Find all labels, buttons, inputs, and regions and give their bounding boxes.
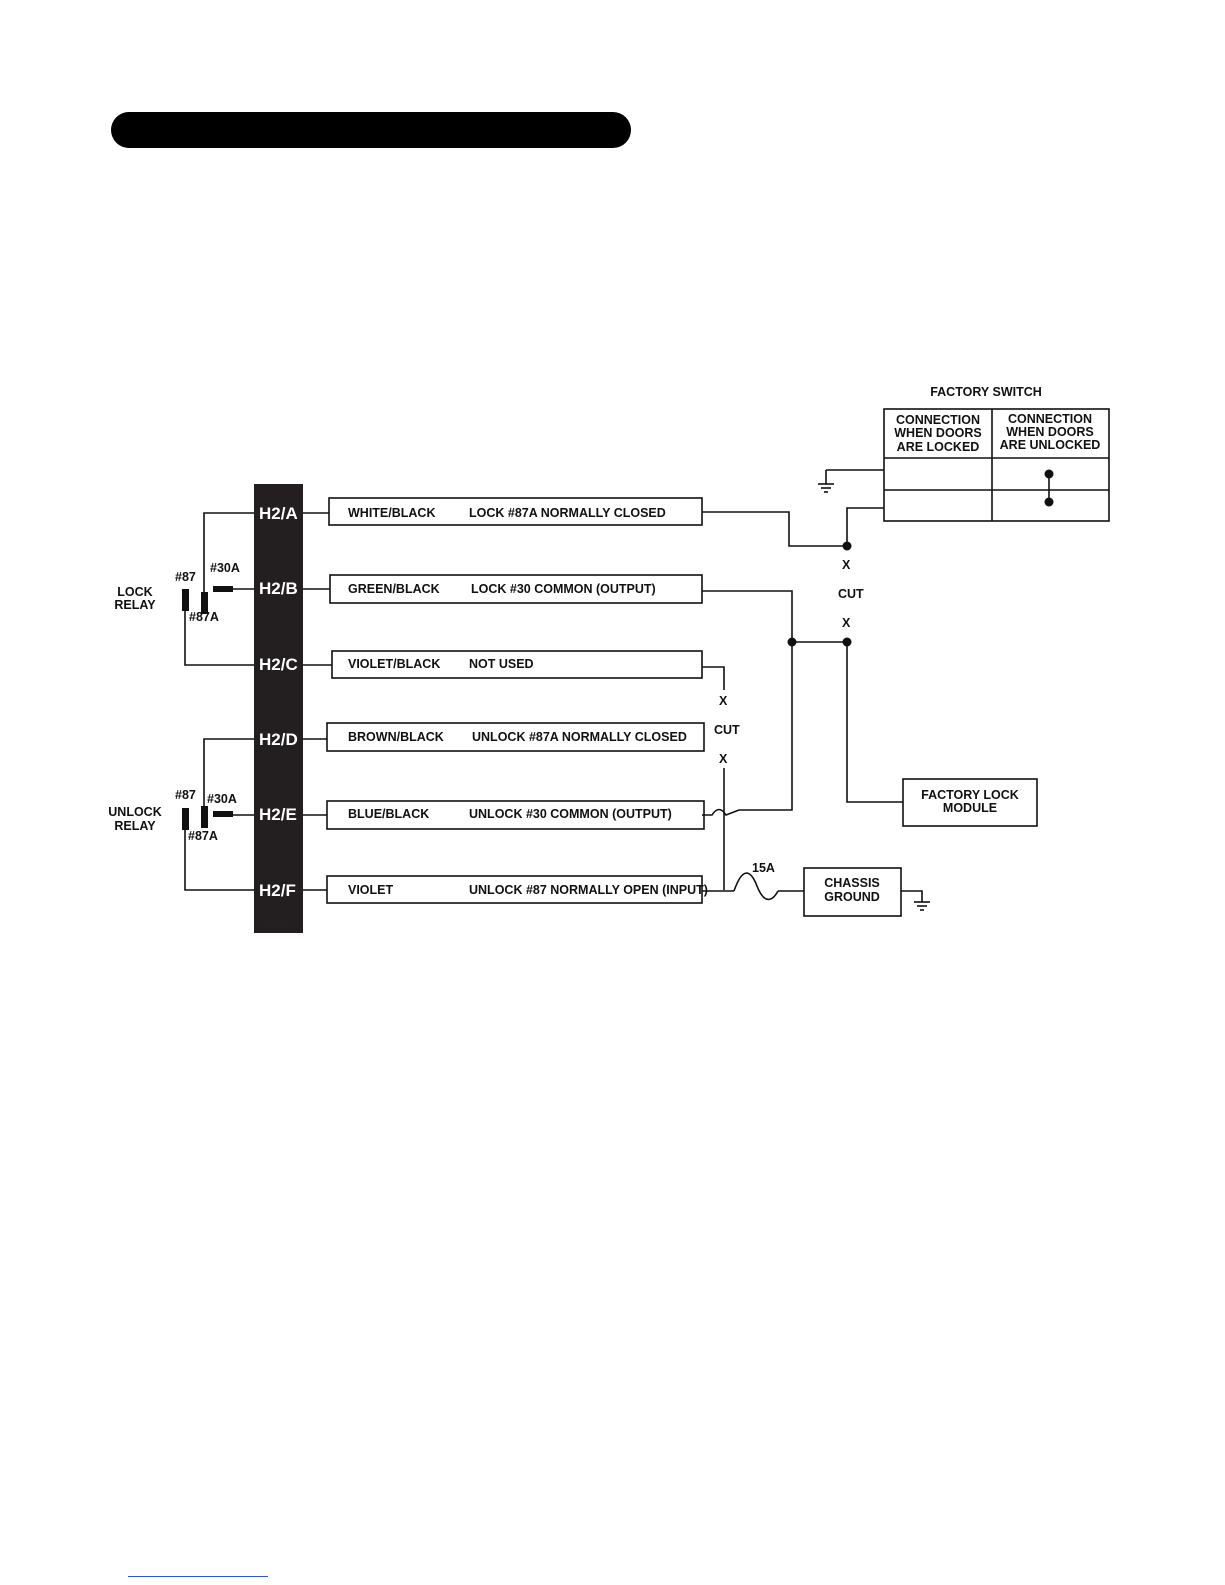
cut-x-upper-a: X: [842, 558, 851, 572]
factory-switch-table: CONNECTION WHEN DOORS ARE LOCKED CONNECT…: [883, 408, 1110, 522]
harness-connector-bar: [254, 484, 303, 933]
footer-link-underline: [128, 1576, 268, 1577]
wire-function: LOCK #87A NORMALLY CLOSED: [469, 506, 666, 520]
cut-label-a: CUT: [838, 587, 864, 601]
unlock-relay-t30a: #30A: [207, 792, 237, 806]
pin-row-c: H2/C VIOLET/BLACK NOT USED: [259, 650, 703, 679]
wire-color: GREEN/BLACK: [348, 582, 440, 596]
wire-route-c: X CUT X: [702, 666, 740, 890]
lock-relay-label-line2: RELAY: [114, 598, 156, 612]
wire-route-f: 15A: [702, 861, 804, 901]
factory-lock-module: FACTORY LOCK MODULE: [902, 778, 1038, 827]
pin-label: H2/D: [259, 730, 298, 749]
wire-function: UNLOCK #30 COMMON (OUTPUT): [469, 807, 672, 821]
wire-route-b: [702, 590, 793, 816]
cut-label-c: CUT: [714, 723, 740, 737]
module-label-line2: MODULE: [943, 801, 997, 815]
lock-relay-t87: #87: [175, 570, 196, 584]
switch-col-locked-line1: CONNECTION: [896, 413, 980, 427]
wire-function: LOCK #30 COMMON (OUTPUT): [471, 582, 656, 596]
cut-x-lower-a: X: [842, 616, 851, 630]
switch-ground-symbol: [818, 469, 884, 493]
module-label-line1: FACTORY LOCK: [921, 788, 1019, 802]
wire-color: BLUE/BLACK: [348, 807, 429, 821]
pin-row-a: H2/A WHITE/BLACK LOCK #87A NORMALLY CLOS…: [259, 497, 703, 526]
pin-label: H2/A: [259, 504, 298, 523]
chassis-ground: CHASSIS GROUND: [803, 867, 930, 917]
wire-function: UNLOCK #87 NORMALLY OPEN (INPUT): [469, 883, 708, 897]
wire-color: VIOLET: [348, 883, 394, 897]
fuse-rating: 15A: [752, 861, 775, 875]
factory-switch-title: FACTORY SWITCH: [930, 385, 1042, 399]
wire-function: UNLOCK #87A NORMALLY CLOSED: [472, 730, 687, 744]
wire-color: VIOLET/BLACK: [348, 657, 440, 671]
pin-row-d: H2/D BROWN/BLACK UNLOCK #87A NORMALLY CL…: [259, 722, 705, 752]
unlock-relay-schematic: #87 #30A #87A UNLOCK RELAY: [108, 738, 254, 891]
wire-route-module: [846, 642, 903, 803]
switch-col-locked-line3: ARE LOCKED: [897, 440, 980, 454]
lock-relay-t87a: #87A: [189, 610, 219, 624]
chassis-ground-line1: CHASSIS: [824, 876, 880, 890]
title-bar: [111, 112, 631, 148]
lock-relay-label-line1: LOCK: [117, 585, 152, 599]
pin-row-e: H2/E BLUE/BLACK UNLOCK #30 COMMON (OUTPU…: [259, 800, 705, 830]
wire-color: BROWN/BLACK: [348, 730, 444, 744]
wire-function: NOT USED: [469, 657, 534, 671]
pin-label: H2/B: [259, 579, 298, 598]
wire-route-a: X CUT X: [702, 507, 884, 647]
cut-x-lower-c: X: [719, 752, 728, 766]
diagram-code: DIA-247: [266, 923, 292, 930]
switch-col-unlocked-line2: WHEN DOORS: [1006, 425, 1094, 439]
pin-row-b: H2/B GREEN/BLACK LOCK #30 COMMON (OUTPUT…: [259, 574, 703, 604]
pin-row-f: H2/F VIOLET UNLOCK #87 NORMALLY OPEN (IN…: [259, 875, 708, 904]
lock-relay-t30a: #30A: [210, 561, 240, 575]
pin-label: H2/C: [259, 655, 298, 674]
cut-x-upper-c: X: [719, 694, 728, 708]
pin-label: H2/E: [259, 805, 297, 824]
chassis-ground-line2: GROUND: [824, 890, 880, 904]
wire-color: WHITE/BLACK: [348, 506, 436, 520]
switch-col-unlocked-line1: CONNECTION: [1008, 412, 1092, 426]
unlock-relay-label-line1: UNLOCK: [108, 805, 161, 819]
pin-label: H2/F: [259, 881, 296, 900]
unlock-relay-t87: #87: [175, 788, 196, 802]
unlock-relay-label-line2: RELAY: [114, 819, 156, 833]
lock-relay-schematic: #87 #30A #87A LOCK RELAY: [114, 512, 254, 666]
unlock-relay-t87a: #87A: [188, 829, 218, 843]
switch-col-locked-line2: WHEN DOORS: [894, 426, 982, 440]
switch-col-unlocked-line3: ARE UNLOCKED: [1000, 438, 1101, 452]
